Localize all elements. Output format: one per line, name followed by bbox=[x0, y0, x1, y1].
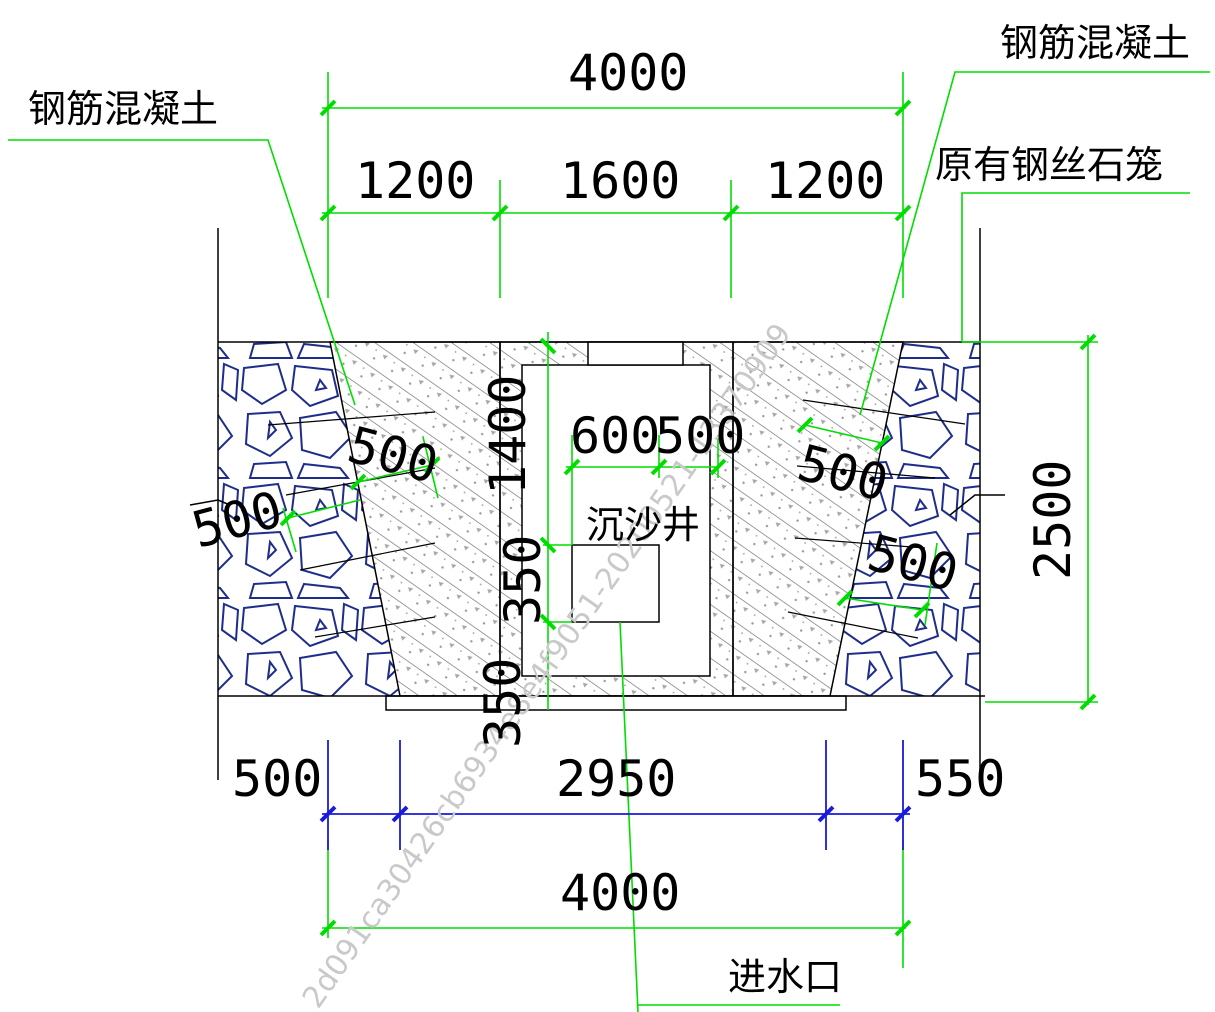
label-gabion: 原有钢丝石笼 bbox=[935, 143, 1163, 187]
dim-top-right: 1200 bbox=[765, 152, 885, 210]
dim-top-total: 4000 bbox=[568, 44, 688, 102]
base-slab bbox=[385, 695, 847, 711]
label-rc-left: 钢筋混凝土 bbox=[28, 87, 218, 131]
dim-inner-1400: 1400 bbox=[479, 375, 537, 495]
ground-lines bbox=[189, 228, 1005, 780]
dim-bottom-left: 500 bbox=[232, 750, 322, 808]
dim-inner-600: 600 bbox=[570, 407, 660, 465]
label-rc-right: 钢筋混凝土 bbox=[1000, 21, 1190, 65]
dim-bottom-right: 550 bbox=[915, 750, 1005, 808]
dim-right-height: 2500 bbox=[1024, 460, 1082, 580]
dim-bottom-total: 4000 bbox=[560, 864, 680, 922]
label-inlet: 进水口 bbox=[728, 955, 842, 999]
dim-top-mid: 1600 bbox=[560, 152, 680, 210]
gabion-right bbox=[830, 342, 980, 696]
label-well: 沉沙井 bbox=[586, 503, 700, 547]
green-ticks bbox=[279, 99, 1097, 937]
green-dimensions bbox=[8, 71, 1210, 1012]
blue-dimensions bbox=[319, 740, 912, 850]
dim-base-350: 350 bbox=[474, 658, 532, 748]
dim-top-left: 1200 bbox=[355, 152, 475, 210]
rebar-lines bbox=[267, 399, 966, 639]
dim-bottom-mid: 2950 bbox=[556, 750, 676, 808]
dim-inner-350: 350 bbox=[494, 535, 552, 625]
well-shell bbox=[499, 341, 734, 697]
dim-inner-500: 500 bbox=[655, 407, 745, 465]
gabion-left bbox=[218, 342, 400, 696]
